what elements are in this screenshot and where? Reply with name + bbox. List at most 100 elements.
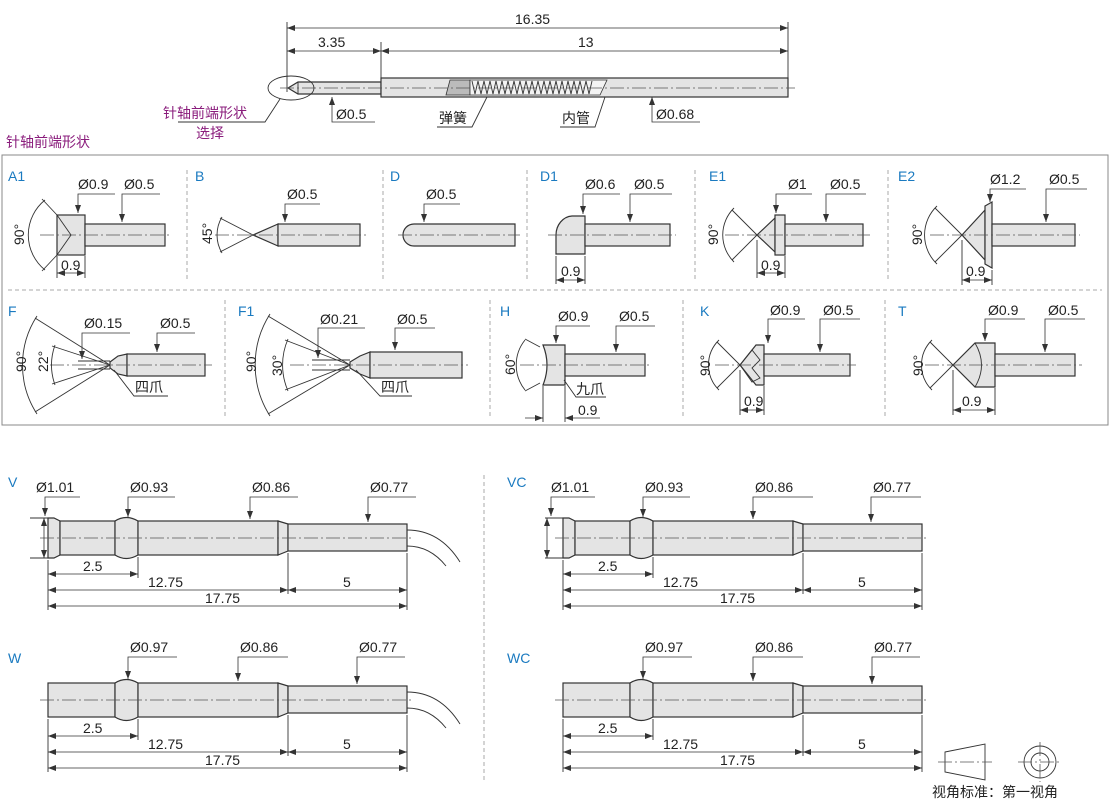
length-3: 5 (858, 736, 866, 752)
tip-option-h[interactable]: H 60° Ø0.9 Ø0.5 九爪 0.9 (500, 303, 655, 422)
projection-label: 视角标准：第一视角 (932, 784, 1058, 801)
tip-length: 0.9 (744, 393, 764, 409)
length-2: 12.75 (663, 736, 698, 752)
tip-length: 0.9 (761, 257, 781, 273)
tip-callout-text-2: 选择 (196, 126, 224, 142)
shaft-diameter: Ø0.5 (397, 311, 428, 327)
tip-code: D (390, 168, 400, 184)
total-length: 17.75 (205, 752, 240, 768)
length-2: 12.75 (148, 736, 183, 752)
tip-inner-angle: 30° (269, 355, 285, 376)
length-3: 5 (858, 574, 866, 590)
tip-code: D1 (540, 168, 558, 184)
tip-option-d[interactable]: D Ø0.5 (390, 168, 520, 247)
tip-angle: 90° (11, 224, 27, 245)
tip-length: 0.9 (966, 263, 986, 279)
tip-note: 九爪 (576, 382, 604, 398)
diameter-3: Ø0.86 (755, 639, 793, 655)
shaft-diameter: Ø0.5 (124, 176, 155, 192)
plunger-v[interactable]: V Ø1.01 Ø0.93 Ø0.86 Ø0.77 2.5 12.75 5 17… (8, 474, 461, 610)
tip-code: E1 (709, 168, 726, 184)
total-length: 17.75 (205, 590, 240, 606)
tip-option-e1[interactable]: E1 90° Ø1 Ø0.5 0.9 (705, 168, 870, 278)
spring-label: 弹簧 (439, 111, 467, 127)
diameter-3: Ø0.86 (755, 479, 793, 495)
diameter-4: Ø0.77 (873, 479, 911, 495)
shaft-diameter: Ø0.5 (823, 302, 854, 318)
plunger-code: W (8, 650, 22, 666)
diameter-2: Ø0.93 (645, 479, 683, 495)
tip-angle: 60° (502, 354, 518, 375)
total-length: 17.75 (720, 590, 755, 606)
length-2: 12.75 (663, 574, 698, 590)
length-2: 12.75 (148, 574, 183, 590)
tip-angle: 90° (909, 224, 925, 245)
tip-diameter: Ø0.21 (320, 311, 358, 327)
tip-code: E2 (898, 168, 915, 184)
head-diameter: Ø0.9 (78, 176, 109, 192)
tip-option-d1[interactable]: D1 Ø0.6 Ø0.5 0.9 (540, 168, 676, 284)
tip-option-f1[interactable]: F1 90° 30° Ø0.21 Ø0.5 四爪 (238, 303, 468, 417)
tip-code: B (195, 168, 204, 184)
probe-overview: 16.35 3.35 13 针轴前端形状 选择 Ø0.5 弹簧 内管 Ø0.68 (163, 11, 795, 142)
tip-length: 0.9 (578, 402, 598, 418)
rear-length: 13 (578, 34, 594, 50)
head-diameter: Ø1.2 (990, 171, 1021, 187)
length-3: 5 (343, 736, 351, 752)
tip-code: A1 (8, 168, 25, 184)
diameter-4: Ø0.77 (874, 639, 912, 655)
shaft-diameter: Ø0.5 (1049, 171, 1080, 187)
tip-length: 0.9 (561, 263, 581, 279)
tip-angle: 90° (910, 355, 926, 376)
head-diameter: Ø0.9 (558, 308, 589, 324)
frustum-icon (944, 743, 986, 781)
tip-option-b[interactable]: B 45° Ø0.5 (195, 168, 367, 254)
head-diameter: Ø0.9 (988, 302, 1019, 318)
tip-inner-angle: 22° (35, 351, 51, 372)
length-1: 2.5 (83, 558, 103, 574)
tip-option-f[interactable]: F 90° 22° Ø0.15 Ø0.5 四爪 (8, 303, 212, 415)
tip-length: 0.9 (61, 257, 81, 273)
length-1: 2.5 (598, 720, 618, 736)
tip-code: F1 (238, 303, 255, 319)
tip-option-e2[interactable]: E2 90° Ø1.2 Ø0.5 0.9 (898, 168, 1087, 285)
plunger-vc[interactable]: VC Ø1.01 Ø0.93 Ø0.86 Ø0.77 2.5 12.75 5 1… (507, 474, 927, 610)
tube-label: 内管 (562, 111, 590, 127)
tip-code: F (8, 303, 17, 319)
tip-length: 0.9 (962, 393, 982, 409)
tip-shapes-panel (1, 154, 1109, 426)
plunger-wc[interactable]: WC Ø0.97 Ø0.86 Ø0.77 2.5 12.75 5 17.75 (507, 639, 927, 772)
tip-angle: 90° (697, 355, 713, 376)
shaft-diameter: Ø0.5 (830, 176, 861, 192)
plunger-w[interactable]: W Ø0.97 Ø0.86 Ø0.77 2.5 12.75 5 17.75 (8, 639, 461, 772)
tip-note: 四爪 (135, 380, 163, 396)
diameter-4: Ø0.77 (359, 639, 397, 655)
overall-length: 16.35 (515, 11, 550, 27)
diameter-4: Ø0.77 (370, 479, 408, 495)
total-length: 17.75 (720, 752, 755, 768)
diameter-3: Ø0.86 (252, 479, 290, 495)
tip-callout-circle (267, 75, 315, 101)
tip-angle: 90° (13, 351, 29, 372)
front-length: 3.35 (318, 34, 345, 50)
shaft-diameter: Ø0.5 (619, 308, 650, 324)
projection-symbol: 视角标准：第一视角 (932, 742, 1062, 801)
tip-angle: 90° (705, 224, 721, 245)
tip-option-t[interactable]: T 90° Ø0.9 Ø0.5 0.9 (898, 302, 1085, 415)
length-3: 5 (343, 574, 351, 590)
shaft-diameter: Ø0.5 (287, 186, 318, 202)
diameter-1: Ø1.01 (36, 479, 74, 495)
spring (471, 80, 593, 95)
tip-code: T (898, 303, 907, 319)
tube-diameter: Ø0.68 (656, 106, 694, 122)
plunger-code: WC (507, 650, 530, 666)
diameter-3: Ø0.86 (240, 639, 278, 655)
tip-diameter: Ø0.15 (84, 315, 122, 331)
tip-code: H (500, 303, 510, 319)
diameter-2: Ø0.97 (130, 639, 168, 655)
tip-option-a1[interactable]: A1 90° Ø0.9 Ø0.5 0.9 (8, 168, 172, 278)
tip-option-k[interactable]: K 90° Ø0.9 Ø0.5 0.9 (697, 302, 860, 415)
shaft-diameter: Ø0.5 (634, 176, 665, 192)
tip-angle: 90° (243, 351, 259, 372)
